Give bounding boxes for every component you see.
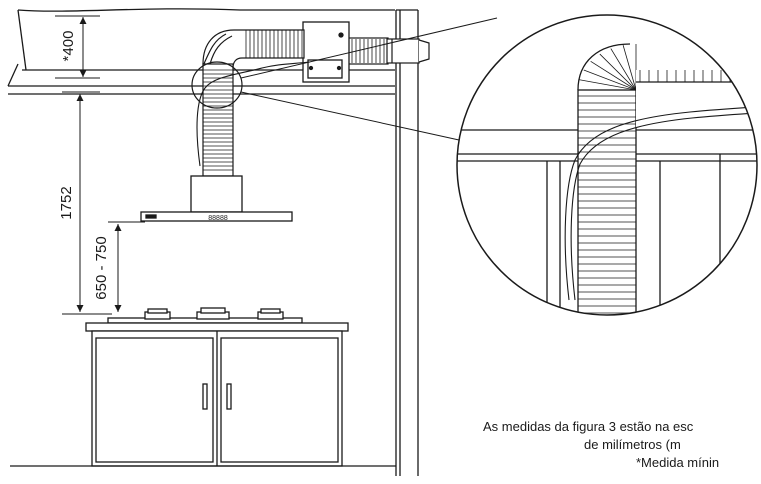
dimension-lines [55, 15, 145, 315]
exhaust-duct-vertical [202, 63, 234, 177]
dimension-hood-height: 1752 [58, 186, 75, 219]
dimension-ceiling-gap: *400 [60, 31, 77, 62]
callout-leader-top [240, 17, 498, 79]
dimension-hood-to-cooktop: 650 - 750 [93, 236, 110, 299]
exhaust-duct-horizontal [342, 37, 430, 65]
note-line-3: *Medida mínin [636, 455, 720, 470]
cabinet-door-right [220, 337, 339, 463]
callout-leader-bottom [240, 91, 460, 141]
burner-left [144, 308, 171, 320]
note-line-2: de milímetros (m [584, 437, 681, 452]
detail-zoom-circle [456, 14, 758, 316]
burner-center [196, 307, 230, 320]
hood-control-display: 88888 [208, 215, 228, 222]
burner-right [257, 308, 284, 320]
fan-box [302, 21, 350, 83]
wall [395, 9, 419, 476]
cabinet-door-left [95, 337, 214, 463]
detail-callout-small [191, 61, 243, 109]
cooktop [107, 307, 303, 324]
cabinet [10, 322, 396, 467]
note-line-1: As medidas da figura 3 estão na esc [483, 419, 694, 434]
range-hood [140, 175, 293, 222]
power-cable [196, 61, 311, 167]
